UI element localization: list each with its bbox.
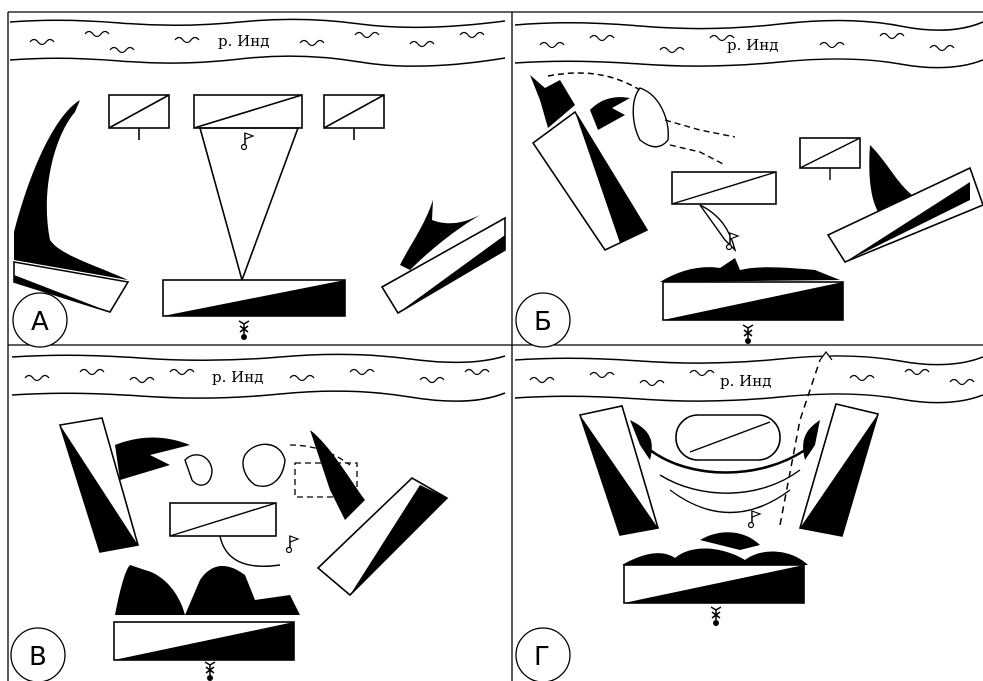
macedonian-phalanx (163, 280, 345, 316)
river-label: р. Инд (720, 372, 771, 390)
panel-letter: Г (534, 642, 550, 672)
panel-letter: А (31, 307, 49, 337)
alexander-icon (711, 607, 721, 626)
panel-g: р. Инд Г (515, 352, 983, 681)
alexander-icon (743, 325, 753, 344)
panel-letter: В (29, 642, 47, 672)
alexander-icon (239, 321, 249, 340)
attack-arrow (200, 128, 298, 280)
river-label: р. Инд (212, 368, 263, 386)
river-label: р. Инд (218, 32, 269, 50)
porus-flag-icon (749, 511, 761, 528)
panel-a: р. Инд А (10, 19, 505, 347)
river-label: р. Инд (727, 36, 778, 54)
panel-b: р. Инд Б (515, 20, 983, 347)
porus-flag-icon (287, 536, 299, 553)
panel-v: р. Инд В (11, 354, 505, 681)
panel-letter: Б (534, 307, 552, 337)
alexander-icon (205, 662, 215, 681)
porus-flag-icon (242, 133, 254, 150)
